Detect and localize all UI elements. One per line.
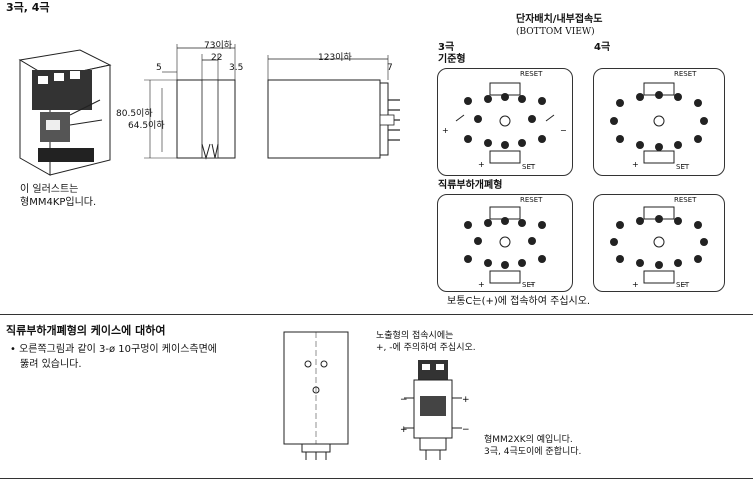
reset-label: RESET bbox=[520, 70, 543, 78]
svg-text:+: + bbox=[442, 126, 449, 135]
terminal-panel-3pole-dc: + − RESET SET bbox=[437, 194, 573, 292]
model-note-line2: 3극, 4극도이에 준합니다. bbox=[484, 447, 582, 457]
svg-text:−: − bbox=[528, 280, 535, 289]
bottom-bullet-line1: • 오른쪽그림과 같이 3-ø 10구멍이 케이스측면에 bbox=[10, 344, 218, 355]
relay-illustration bbox=[18, 49, 112, 176]
illustration-caption-line1: 이 일러스트는 bbox=[20, 184, 79, 195]
reset-label: RESET bbox=[674, 196, 697, 204]
dim-width-inner: 22 bbox=[211, 53, 223, 63]
case-side-drawing bbox=[283, 331, 349, 460]
dim-length: 123이하 bbox=[318, 53, 352, 63]
illustration-caption-line2: 형MM4KP입니다. bbox=[20, 197, 97, 208]
set-label: SET bbox=[676, 163, 690, 171]
dim-length-small: 7 bbox=[387, 63, 393, 73]
svg-text:+: + bbox=[400, 425, 408, 435]
section-title: 3극, 4극 bbox=[6, 1, 50, 14]
bottom-bullet-line2: 뚫려 있습니다. bbox=[20, 359, 82, 370]
standard-label: 기준형 bbox=[438, 54, 466, 65]
svg-text:−: − bbox=[560, 126, 567, 135]
side-view-drawing bbox=[267, 55, 400, 159]
exposed-note-line2: +, -에 주의하여 주십시오. bbox=[376, 343, 476, 353]
dim-height-inner: 64.5이하 bbox=[128, 121, 165, 131]
svg-text:+: + bbox=[462, 395, 470, 405]
set-label: SET bbox=[676, 281, 690, 289]
pole3-label: 3극 bbox=[438, 42, 455, 53]
svg-text:−: − bbox=[400, 395, 408, 405]
bottom-divider bbox=[0, 478, 753, 479]
bottom-title: 직류부하개폐형의 케이스에 대하여 bbox=[6, 324, 166, 337]
terminal-diagram: + − bbox=[610, 82, 708, 169]
terminal-diagram: + − bbox=[610, 206, 708, 289]
dim-width-outer: 73이하 bbox=[204, 41, 233, 51]
dc-closed-label: 직류부하개폐형 bbox=[438, 180, 503, 191]
model-note-line1: 형MM2XK의 예입니다. bbox=[484, 435, 573, 445]
dim-left-offset: 5 bbox=[156, 63, 162, 73]
terminal-subtitle: (BOTTOM VIEW) bbox=[516, 27, 595, 37]
svg-text:+: + bbox=[478, 280, 485, 289]
dim-height-outer: 80.5이하 bbox=[116, 109, 153, 119]
terminal-panel-4pole-standard: + − RESET SET bbox=[593, 68, 725, 176]
section-divider bbox=[0, 314, 753, 315]
svg-text:−: − bbox=[680, 160, 687, 169]
svg-text:−: − bbox=[462, 425, 470, 435]
reset-label: RESET bbox=[674, 70, 697, 78]
terminal-panel-4pole-dc: + − RESET SET bbox=[593, 194, 725, 292]
set-label: SET bbox=[522, 163, 536, 171]
set-label: SET bbox=[522, 281, 536, 289]
terminal-diagram: + − bbox=[464, 206, 546, 289]
pole4-label: 4극 bbox=[594, 42, 611, 53]
svg-text:+: + bbox=[478, 160, 485, 169]
terminal-title: 단자배치/내부접속도 bbox=[516, 14, 603, 25]
exposed-note-line1: 노출형의 접속시에는 bbox=[376, 331, 454, 341]
exposed-relay-drawing: − + + − bbox=[400, 360, 470, 460]
front-view-drawing bbox=[144, 44, 236, 160]
svg-text:+: + bbox=[632, 280, 639, 289]
svg-text:−: − bbox=[680, 280, 687, 289]
svg-text:−: − bbox=[528, 160, 535, 169]
svg-text:+: + bbox=[632, 160, 639, 169]
reset-label: RESET bbox=[520, 196, 543, 204]
terminal-panel-3pole-standard: + − + − RESET SET bbox=[437, 68, 573, 176]
dim-width-small: 3.5 bbox=[229, 63, 244, 73]
terminal-note: 보통C는(+)에 접속하여 주십시오. bbox=[447, 296, 591, 307]
terminal-diagram: + − + − bbox=[442, 82, 567, 169]
